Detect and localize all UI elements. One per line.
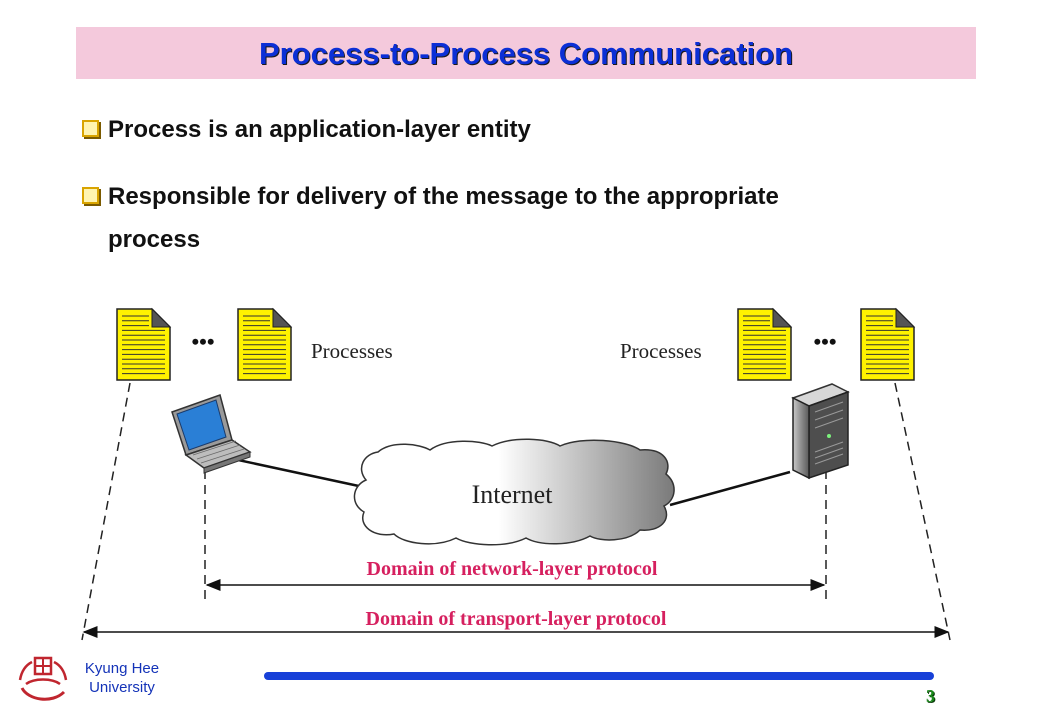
footer-divider bbox=[264, 672, 934, 680]
slide-title: Process-to-Process Communication bbox=[258, 36, 794, 71]
bullet-item: Responsible for delivery of the message … bbox=[82, 175, 828, 261]
university-name-line2: University bbox=[89, 679, 155, 696]
process-document-icon bbox=[860, 307, 916, 381]
internet-label: Internet bbox=[472, 480, 554, 509]
internet-cloud-icon bbox=[353, 438, 675, 546]
university-logo-icon bbox=[18, 656, 68, 701]
dashed-guide-lines bbox=[81, 382, 951, 641]
laptop-icon bbox=[171, 394, 252, 474]
bullet-text: Responsible for delivery of the message … bbox=[108, 183, 779, 253]
bullet-text: Process is an application-layer entity bbox=[108, 116, 531, 143]
process-document-icon bbox=[237, 307, 293, 381]
checkbox-bullet-icon bbox=[82, 120, 99, 137]
transport-layer-domain-label: Domain of transport-layer protocol bbox=[366, 608, 667, 630]
process-document-icon bbox=[737, 307, 793, 381]
checkbox-bullet-icon bbox=[82, 187, 99, 204]
server-icon bbox=[791, 383, 850, 480]
process-document-icon bbox=[116, 307, 172, 381]
university-name: Kyung Hee University bbox=[72, 659, 172, 697]
page-number: 3 bbox=[926, 686, 935, 706]
left-process-ellipsis: ••• bbox=[191, 329, 214, 354]
right-processes-label: Processes bbox=[620, 339, 702, 363]
right-process-ellipsis: ••• bbox=[813, 329, 836, 354]
server-link-line bbox=[669, 470, 791, 507]
bullet-item: Process is an application-layer entity bbox=[82, 108, 868, 151]
title-bar: Process-to-Process Communication bbox=[76, 27, 976, 79]
left-processes-label: Processes bbox=[311, 339, 393, 363]
university-name-line1: Kyung Hee bbox=[84, 660, 160, 677]
network-layer-domain-label: Domain of network-layer protocol bbox=[367, 558, 658, 580]
